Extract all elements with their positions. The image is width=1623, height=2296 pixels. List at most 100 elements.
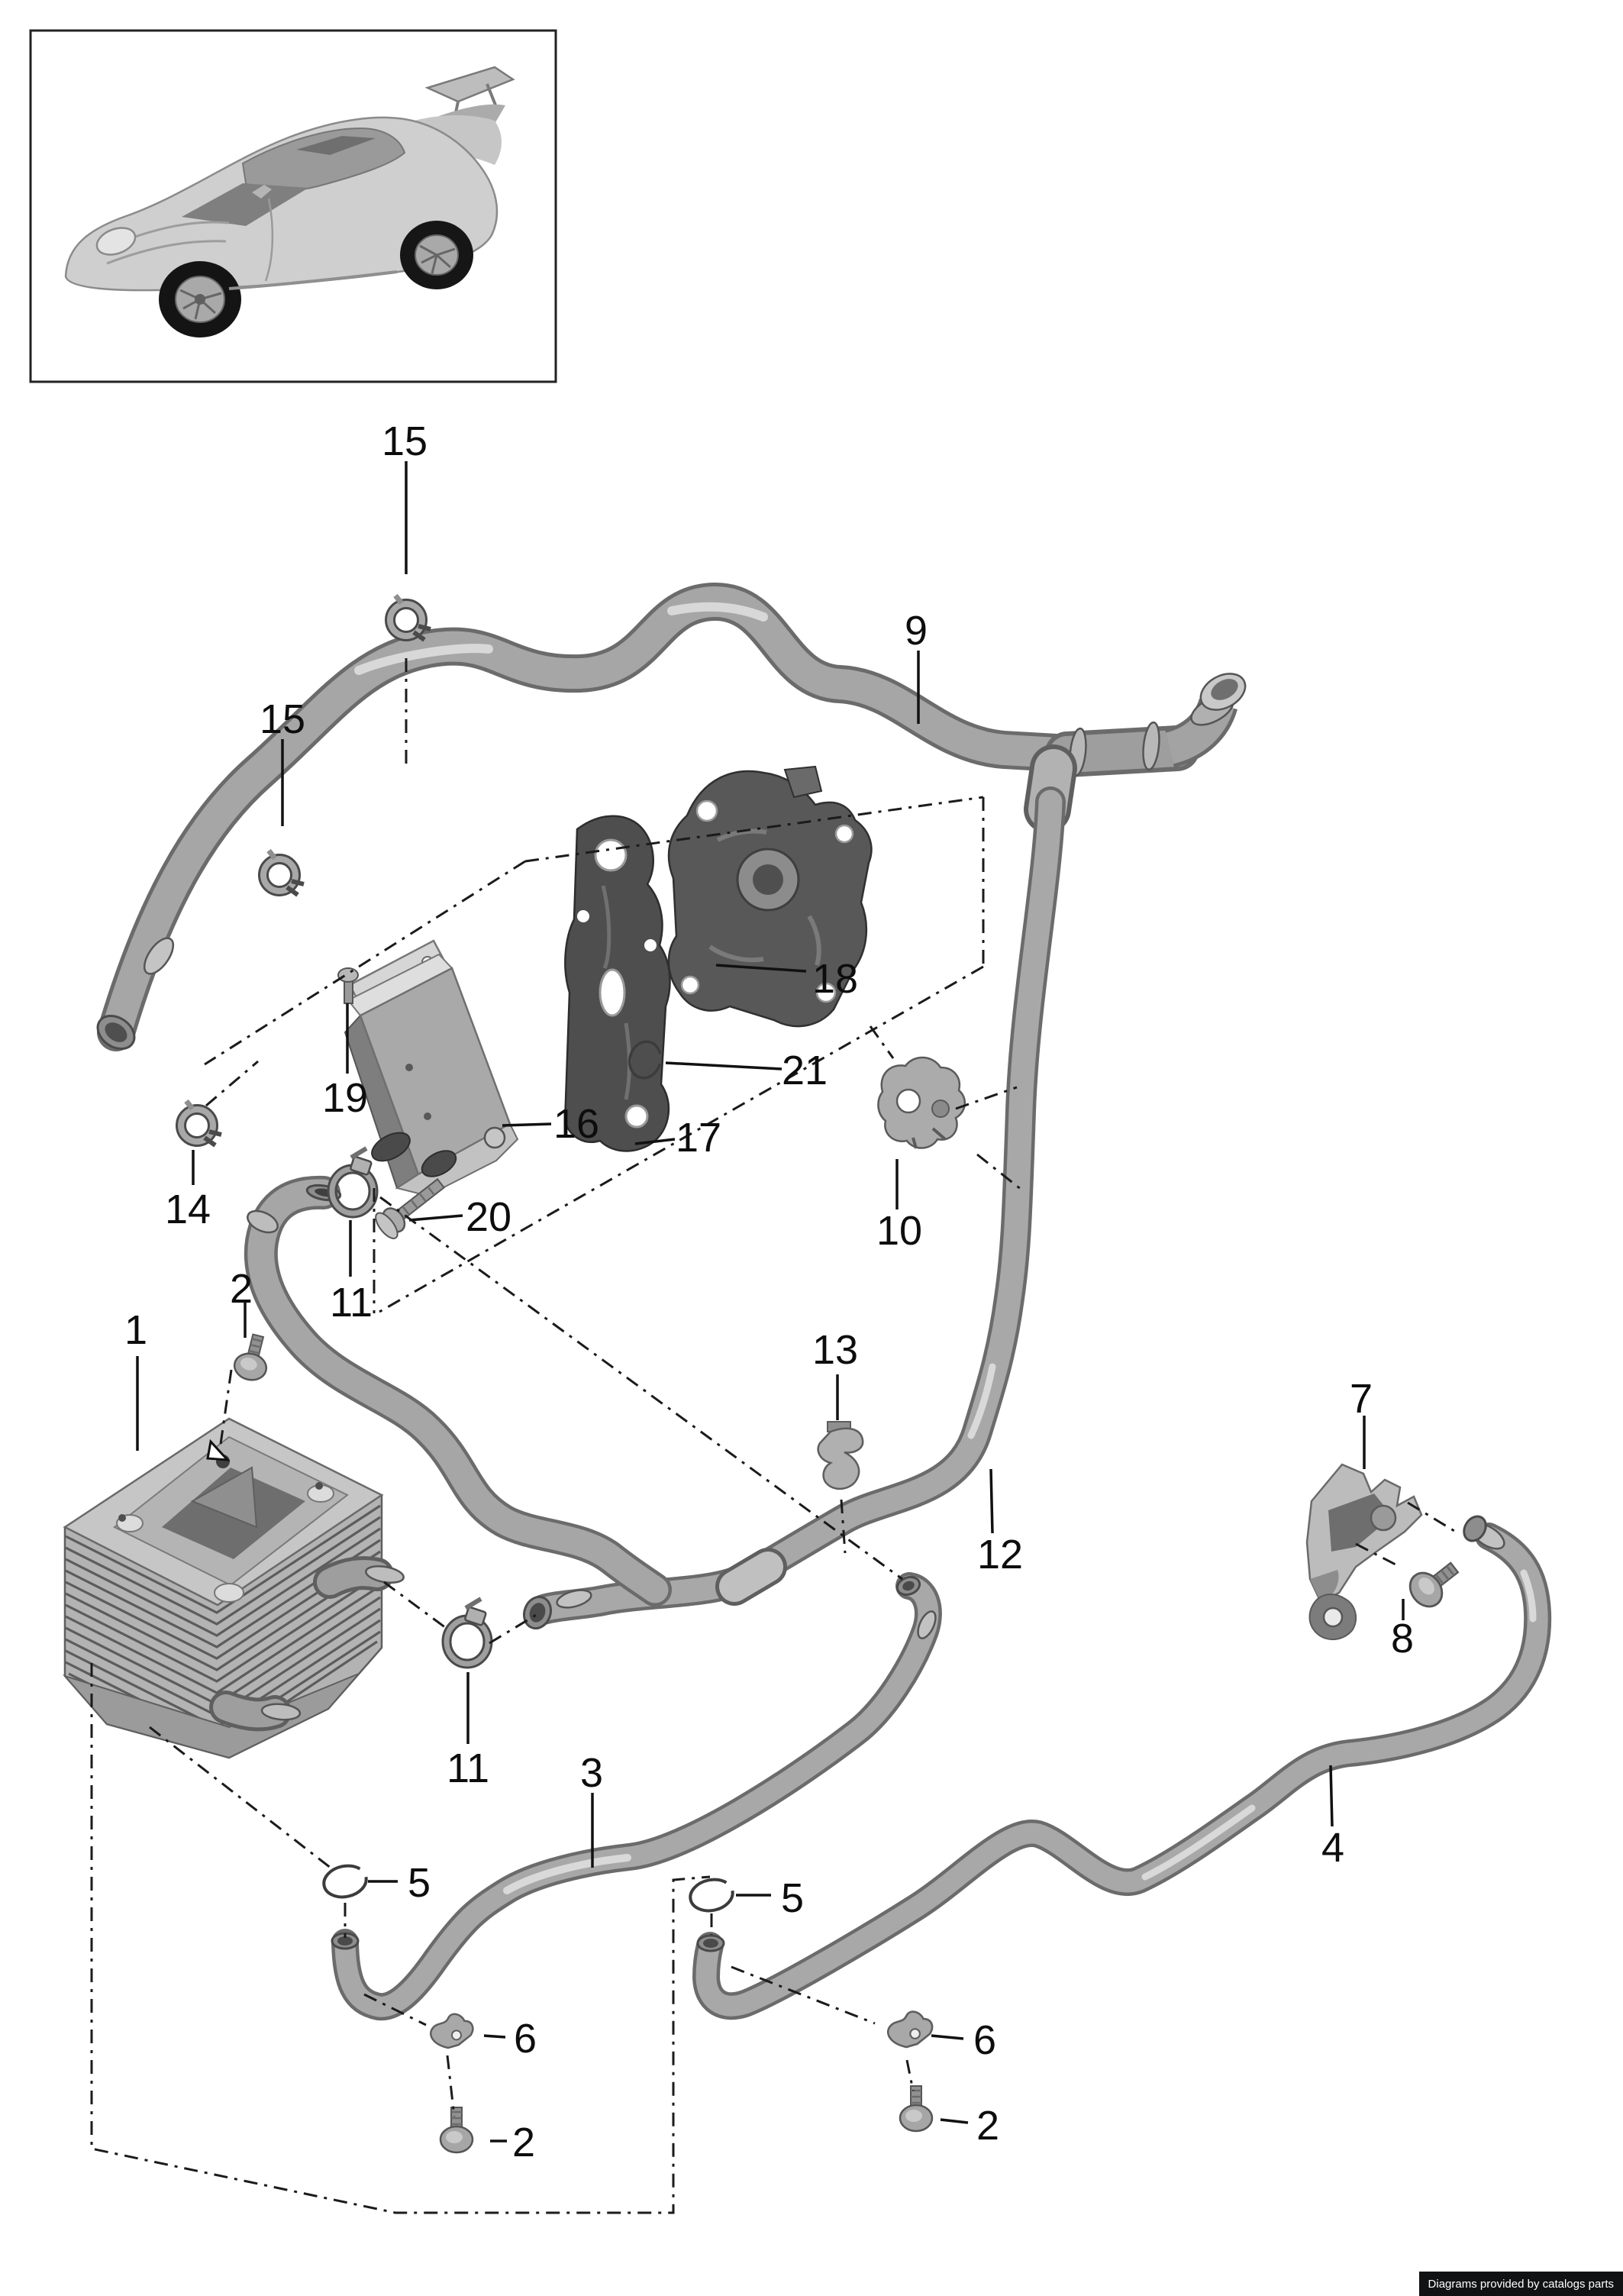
callout-12: 12 (977, 1532, 1023, 1577)
assembly-dashdot-line (905, 2059, 915, 2091)
assembly-dashdot-line (379, 965, 984, 1313)
callout-4: 4 (1321, 1825, 1344, 1871)
provider-badge-text: Diagrams provided by catalogs parts (1428, 2277, 1614, 2291)
hose-9-open-end (105, 1022, 127, 1042)
assembly-dashdot-line (205, 1060, 259, 1107)
callout-10: 10 (876, 1208, 922, 1254)
o-ring-5a (322, 1864, 368, 1899)
callout-11a: 11 (330, 1280, 373, 1326)
clip-6b (883, 2007, 937, 2052)
assembly-dashdot-line (955, 1086, 1018, 1110)
cooler-stub-upper (313, 1556, 405, 1599)
assembly-dashdot-line (218, 1369, 233, 1450)
assembly-dashdot-line (1355, 1542, 1398, 1567)
supply-hose-3 (331, 1572, 942, 2021)
bracket-7 (1305, 1463, 1423, 1641)
leader-line (408, 1214, 463, 1222)
screw-2a (231, 1330, 275, 1384)
callout-14: 14 (165, 1187, 211, 1232)
callout-16: 16 (553, 1101, 599, 1147)
assembly-dashdot-line (489, 1613, 538, 1645)
assembly-dashdot-line (446, 2055, 456, 2117)
o-ring-5b (689, 1878, 734, 1913)
leader-line (502, 1122, 552, 1127)
hose-12-open-end (529, 1603, 546, 1623)
oil-cooler (62, 1417, 405, 1759)
connector-hose-cooler (244, 1175, 672, 1607)
assembly-arrow (206, 1439, 231, 1461)
clip-13 (817, 1421, 864, 1490)
gasket-17 (563, 815, 671, 1152)
cooler-top-plate (63, 1417, 384, 1607)
assembly-dashdot-line (379, 1196, 903, 1581)
leader-line (483, 2034, 506, 2039)
hose-junction (1024, 673, 1247, 833)
assembly-dashdot-line (731, 1965, 876, 2025)
clamp-11b (447, 1599, 488, 1664)
callout-13: 13 (812, 1327, 858, 1373)
coolant-hose-9 (96, 583, 1103, 1051)
screw-8 (1402, 1552, 1467, 1614)
car-rear-wheel (400, 221, 473, 289)
clip-10 (877, 1056, 966, 1149)
screw-2b (439, 2106, 474, 2154)
callout-7: 7 (1350, 1376, 1373, 1422)
callout-9: 9 (905, 608, 928, 654)
car-illustration (64, 66, 515, 337)
callout-18: 18 (812, 956, 858, 1002)
leader-line (989, 1468, 994, 1534)
hose-12-sleeve (719, 1552, 783, 1602)
car-thumbnail (29, 29, 557, 383)
callout-2c: 2 (976, 2103, 999, 2149)
callout-11b: 11 (447, 1745, 489, 1791)
leader-lines (90, 461, 1459, 2214)
callout-8: 8 (1391, 1616, 1414, 1661)
supply-hose-4 (692, 1515, 1552, 2020)
hose-4-fitting-end (1463, 1515, 1487, 1542)
callout-6a: 6 (514, 2016, 537, 2062)
leader-line (1329, 1765, 1334, 1827)
callout-6b: 6 (973, 2017, 996, 2063)
assembly-dashdot-line (149, 1726, 335, 1872)
assembly-dashdot-line (869, 1025, 895, 1059)
hose-4-elbow-end (703, 1939, 718, 1948)
leader-line (634, 1138, 676, 1145)
assembly-dashdot-line (204, 860, 526, 1066)
callout-20: 20 (466, 1194, 511, 1240)
screw-2c (899, 2084, 934, 2133)
leader-line (665, 1061, 782, 1070)
clamp-14 (181, 1101, 221, 1145)
callout-3: 3 (580, 1750, 603, 1796)
callout-2a: 2 (230, 1266, 253, 1312)
callout-5a: 5 (408, 1860, 431, 1906)
callout-17: 17 (676, 1115, 721, 1161)
callout-19: 19 (322, 1075, 368, 1121)
leader-line (940, 2118, 969, 2124)
callout-5b: 5 (781, 1875, 804, 1921)
assembly-dashdot-line (976, 1153, 1022, 1191)
callout-15a: 15 (382, 418, 428, 464)
clip-6a (426, 2010, 477, 2052)
heat-exchanger-16 (344, 939, 519, 1197)
hose-9-collar (143, 937, 175, 975)
screw-20 (375, 1177, 446, 1239)
hose-3-tip-end (902, 1581, 915, 1591)
leader-line (715, 964, 807, 973)
clamp-15b (263, 851, 304, 895)
callout-1: 1 (124, 1307, 147, 1353)
car-front-wheel (159, 261, 241, 337)
assembly-dashdot-line (1407, 1501, 1459, 1535)
clamp-11a (332, 1148, 373, 1213)
leader-line (931, 2034, 964, 2040)
o-ring-21 (628, 1040, 663, 1080)
assembly-dashdot-line (383, 1581, 447, 1629)
callout-15b: 15 (260, 696, 305, 742)
callout-2b: 2 (512, 2120, 535, 2165)
callout-21: 21 (782, 1048, 828, 1093)
provider-badge: Diagrams provided by catalogs parts (1418, 2272, 1623, 2296)
cooler-stub-lower (209, 1691, 302, 1732)
hose-3-elbow-end (337, 1936, 353, 1946)
